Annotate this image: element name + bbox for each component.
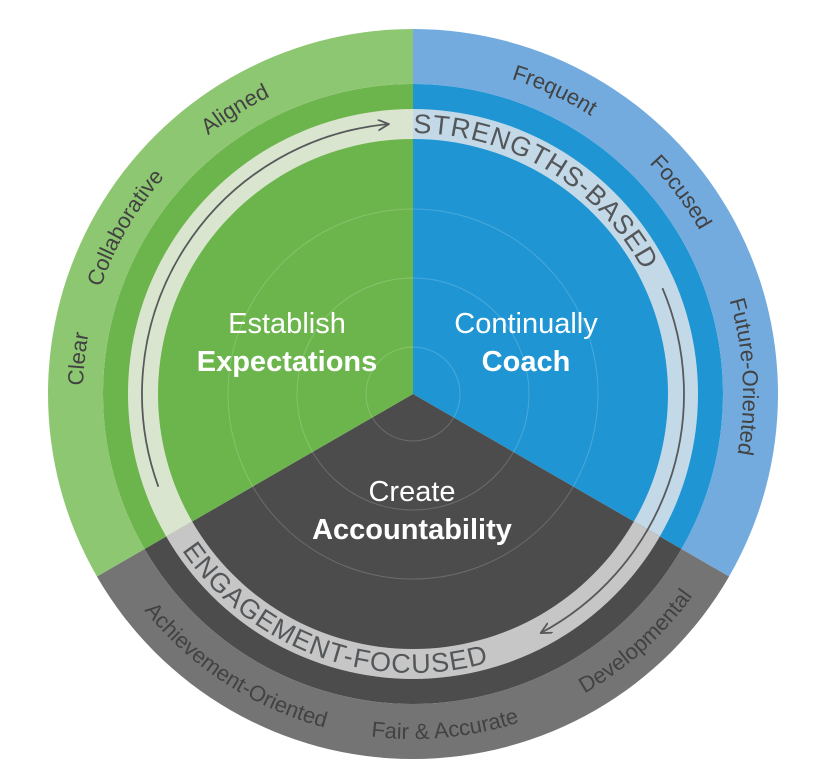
guide-circles	[227, 208, 599, 580]
slice-coach	[413, 84, 723, 549]
slice-expectations	[102, 84, 413, 549]
band-coach	[413, 109, 698, 537]
label-accountability-line2: Accountability	[312, 514, 512, 546]
segment-expectations	[48, 29, 413, 577]
cycle-arrow	[540, 287, 685, 635]
band-accountability	[166, 521, 660, 679]
guide-circle	[296, 277, 530, 511]
label-expectations-line2: Expectations	[197, 346, 378, 378]
outer-ring-accountability	[96, 549, 730, 759]
guide-circle	[227, 208, 599, 580]
label-expectations-line1: Establish	[228, 308, 346, 340]
segment-coach	[413, 29, 778, 577]
outer-ring-expectations	[48, 29, 413, 577]
label-accountability-line1: Create	[368, 476, 455, 508]
outer-ring-coach	[413, 29, 778, 577]
label-coach-line1: Continually	[454, 308, 598, 340]
label-coach-line2: Coach	[482, 346, 571, 378]
guide-circle	[365, 346, 461, 442]
band-expectations	[128, 109, 413, 537]
cycle-arrow	[141, 124, 389, 487]
